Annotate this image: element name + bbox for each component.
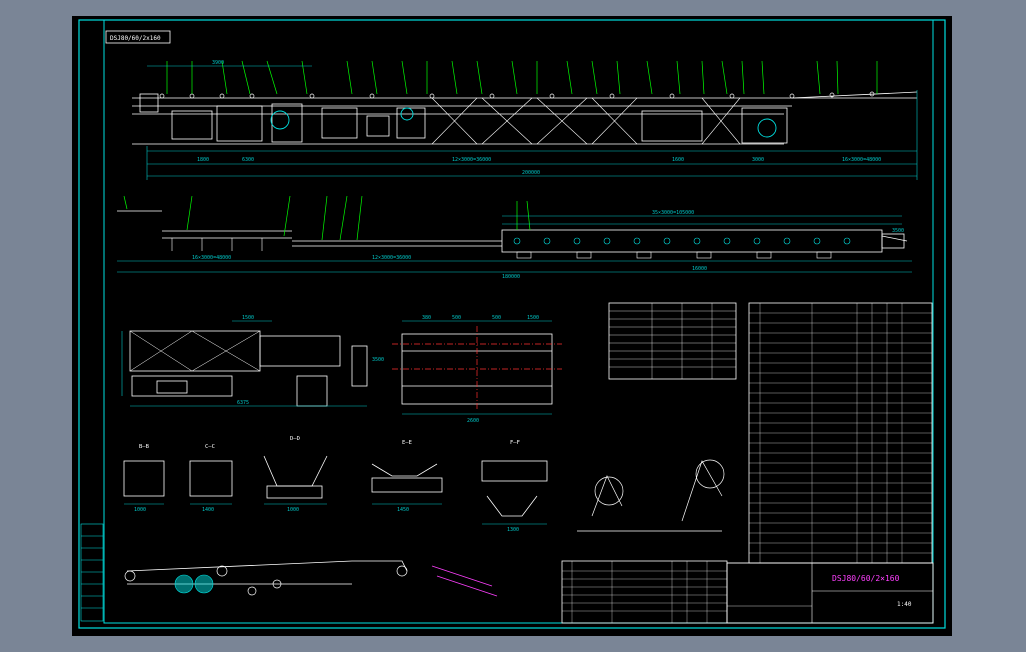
dim-top-5: 3000 (752, 157, 764, 163)
title-block: DSJ80/60/2×160 1:40 (726, 562, 934, 624)
dim-top-total: 200000 (522, 170, 540, 176)
dim-top-1: 1800 (197, 157, 209, 163)
section-label-b: B—B (139, 444, 150, 450)
section-label-f: F—F (510, 440, 520, 446)
dim-low-4: 16000 (692, 266, 707, 272)
drawing-code-box (105, 30, 171, 44)
left-margin-blocks (80, 523, 104, 622)
dim-sec-4: 1450 (397, 507, 409, 513)
top-elevation-view: 1800 6300 12×3000=36000 1600 3000 16×300… (132, 60, 918, 180)
dim-low-1: 16×3000=48000 (192, 255, 231, 261)
section-label-e: E—E (402, 440, 412, 446)
dim-frame-2: 500 (452, 315, 461, 321)
section-label-c: C—C (205, 444, 215, 450)
title-stamp-text: DSJ80/60/2×160 (832, 574, 900, 583)
section-views: B—B C—C D—D E—E F—F 1000 1400 1000 1450 … (123, 436, 548, 533)
dim-frame-5: 2600 (467, 418, 479, 424)
dim-top-2: 6300 (242, 157, 254, 163)
plan-view: 1500 6375 3500 (121, 315, 384, 407)
scale-text: 1:40 (897, 601, 912, 608)
dim-low-total: 180000 (502, 274, 520, 280)
belt-routing-diagram (124, 459, 725, 597)
dim-sec-5: 1300 (507, 527, 519, 533)
cad-drawing: DSJ80/60/2x160 (72, 16, 952, 636)
dim-plan-2: 6375 (237, 400, 249, 406)
dim-sec-2: 1400 (202, 507, 214, 513)
dim-top-4: 1600 (672, 157, 684, 163)
dim-frame-1: 380 (422, 315, 431, 321)
dim-frame-4: 1500 (527, 315, 539, 321)
dim-low-2: 12×3000=36000 (372, 255, 411, 261)
lower-elevation-view: 16×3000=48000 12×3000=36000 35×3000=1050… (117, 195, 912, 280)
dim-plan-1: 1500 (242, 315, 254, 321)
dim-sec-3: 1000 (287, 507, 299, 513)
dim-frame-3: 500 (492, 315, 501, 321)
dim-top-3: 12×3000=36000 (452, 157, 491, 163)
dim-plan-3: 3500 (372, 357, 384, 363)
dim-top-7: 3900 (212, 60, 224, 66)
dim-low-3: 35×3000=105000 (652, 210, 694, 216)
dim-sec-1: 1000 (134, 507, 146, 513)
drawing-code-text: DSJ80/60/2x160 (110, 35, 161, 42)
drawing-sheet: DSJ80/60/2x160 (72, 16, 952, 636)
inner-frame (103, 19, 934, 624)
section-label-d: D—D (290, 436, 300, 442)
frame-detail-view: 380 500 500 1500 2600 (392, 315, 562, 424)
dim-top-6: 16×3000=48000 (842, 157, 881, 163)
parts-tables (561, 302, 933, 624)
dim-low-5: 3500 (892, 228, 904, 234)
sheet-background (72, 16, 952, 636)
